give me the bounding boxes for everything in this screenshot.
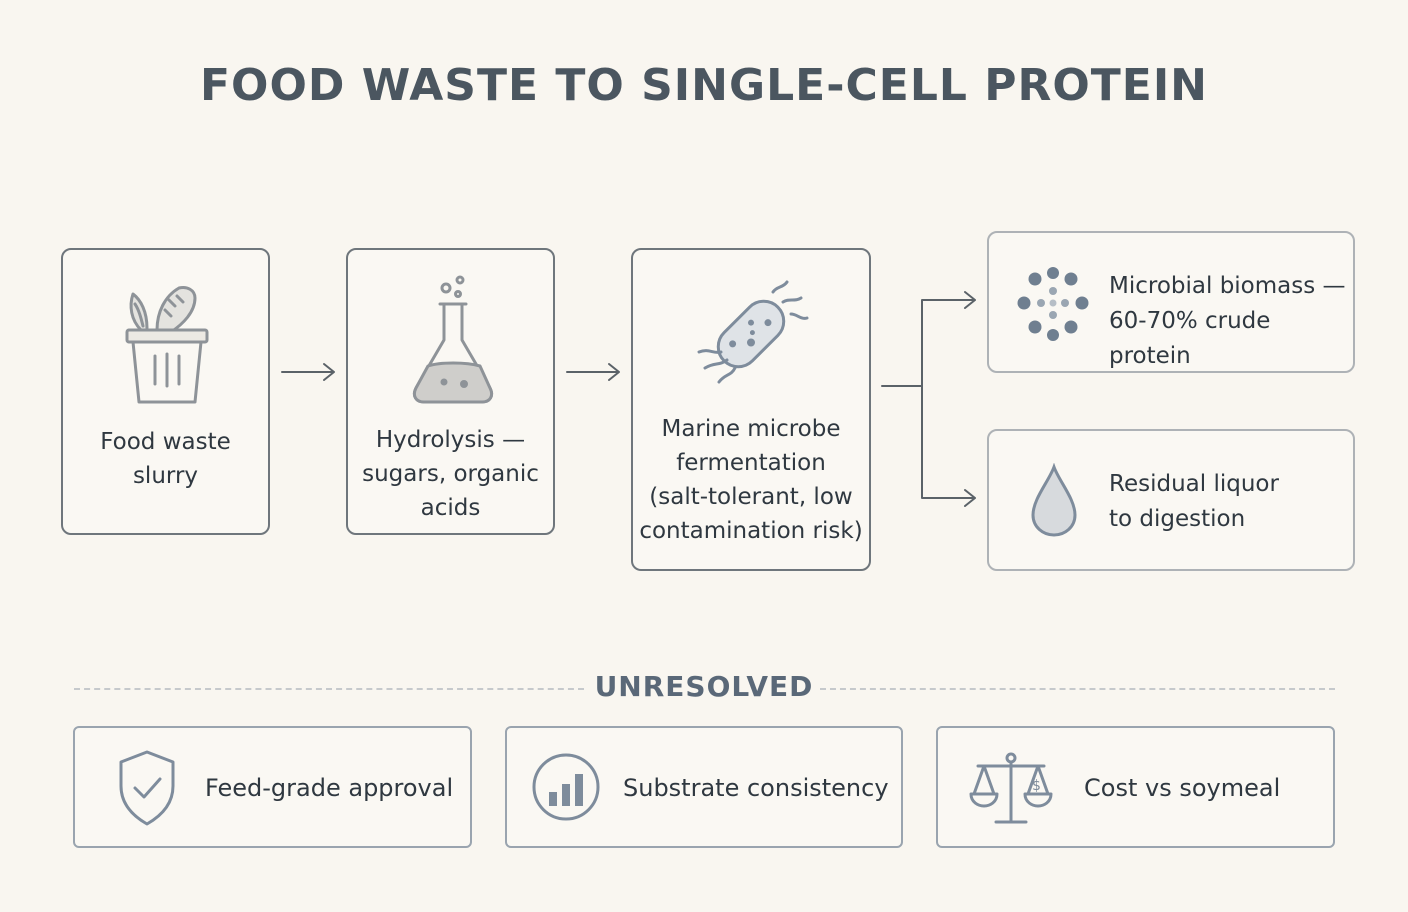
flask-icon xyxy=(412,275,494,404)
stage-food-waste: Food waste slurry xyxy=(61,248,270,535)
output-biomass-label: Microbial biomass — 60-70% crude protein xyxy=(1109,273,1346,369)
divider-left xyxy=(74,688,584,690)
bar-chart-icon xyxy=(532,753,600,821)
microbe-icon xyxy=(697,280,809,384)
output-residual-liquor: Residual liquor to digestion xyxy=(987,429,1355,571)
biomass-dots-icon xyxy=(1017,267,1089,341)
stage-hydrolysis-label: Hydrolysis — sugars, organic acids xyxy=(362,427,539,521)
unresolved-item-cost: $ Cost vs soymeal xyxy=(936,726,1335,848)
diagram-title: FOOD WASTE TO SINGLE-CELL PROTEIN xyxy=(199,60,1209,111)
food-bin-icon xyxy=(125,286,209,404)
stage-food-waste-label: Food waste slurry xyxy=(100,429,231,489)
unresolved-item-label: Substrate consistency xyxy=(623,774,889,802)
output-biomass: Microbial biomass — 60-70% crude protein xyxy=(987,231,1355,373)
unresolved-heading: UNRESOLVED xyxy=(594,670,814,703)
output-residual-liquor-label: Residual liquor to digestion xyxy=(1109,471,1279,532)
stage-hydrolysis: Hydrolysis — sugars, organic acids xyxy=(346,248,555,535)
unresolved-item-feed-grade: Feed-grade approval xyxy=(73,726,472,848)
unresolved-item-label: Feed-grade approval xyxy=(205,774,454,802)
droplet-icon xyxy=(1031,463,1077,537)
divider-right xyxy=(820,688,1335,690)
unresolved-item-label: Cost vs soymeal xyxy=(1084,774,1281,802)
stage-fermentation-label: Marine microbe fermentation (salt-tolera… xyxy=(639,416,863,544)
shield-check-icon xyxy=(119,750,175,826)
arrow-stage2-to-stage3 xyxy=(566,363,620,381)
unresolved-item-substrate: Substrate consistency xyxy=(505,726,903,848)
balance-scale-icon: $ xyxy=(969,752,1053,824)
arrow-branch xyxy=(881,291,976,507)
svg-text:$: $ xyxy=(1032,778,1041,794)
arrow-stage1-to-stage2 xyxy=(281,363,335,381)
stage-fermentation: Marine microbe fermentation (salt-tolera… xyxy=(631,248,871,571)
